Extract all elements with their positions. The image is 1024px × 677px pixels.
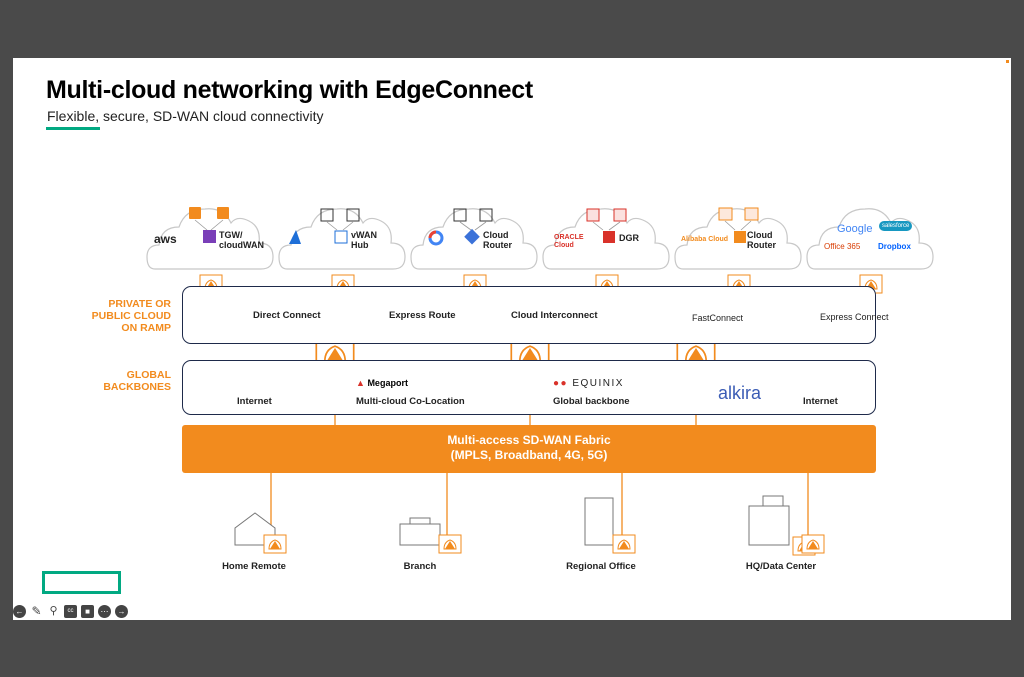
site-label: HQ/Data Center xyxy=(745,561,817,572)
pen-icon[interactable]: ✎ xyxy=(31,603,42,618)
dropbox-logo: Dropbox xyxy=(878,242,911,251)
previous-slide-icon[interactable]: ← xyxy=(13,604,26,618)
site-label: Regional Office xyxy=(566,561,636,572)
equinix-label: EQUINIX xyxy=(572,378,624,389)
aws-logo: aws xyxy=(154,232,177,246)
cloud-service-label: Cloud Router xyxy=(747,230,776,250)
alkira-logo: alkira xyxy=(718,383,762,403)
backbone-item: Internet xyxy=(237,396,272,407)
service-glyphs xyxy=(203,228,746,246)
onramp-item: FastConnect xyxy=(692,313,744,323)
onramp-item: Express Connect xyxy=(820,312,889,322)
office-tower-icon xyxy=(584,497,614,546)
site-buildings xyxy=(234,495,790,546)
cloud-service-label: Cloud Router xyxy=(483,230,512,250)
cloud-connector-lines xyxy=(194,219,752,231)
cloud-service-label: DGR xyxy=(619,233,639,243)
office365-logo: Office 365 xyxy=(824,242,861,251)
hpe-logo xyxy=(42,571,121,594)
oracle-logo: ORACLE Cloud xyxy=(554,234,584,249)
onramp-side-label: PRIVATE OR PUBLIC CLOUD ON RAMP xyxy=(91,298,171,334)
slide: Multi-cloud networking with EdgeConnect … xyxy=(13,58,1011,620)
captions-icon[interactable]: cc xyxy=(64,604,77,618)
service-icons xyxy=(189,207,759,222)
fabric-title: Multi-access SD-WAN Fabric xyxy=(447,433,611,447)
azure-icon xyxy=(289,230,301,244)
fabric-subtitle: (MPLS, Broadband, 4G, 5G) xyxy=(450,448,608,462)
onramp-item: Direct Connect xyxy=(253,310,321,321)
cloud-service-label: TGW/ cloudWAN xyxy=(219,230,264,250)
camera-icon[interactable]: ■ xyxy=(81,604,94,618)
salesforce-logo: salesforce xyxy=(879,221,913,231)
cloud-service-label: vWAN Hub xyxy=(351,230,378,250)
next-slide-icon[interactable]: → xyxy=(115,604,128,618)
backbones-side-label: GLOBAL BACKBONES xyxy=(103,369,171,393)
page-title: Multi-cloud networking with EdgeConnect xyxy=(46,76,533,104)
megaport-logo: ▲ Megaport xyxy=(356,378,408,388)
sdwan-fabric-bar: Multi-access SD-WAN Fabric (MPLS, Broadb… xyxy=(182,425,876,473)
backbones-box xyxy=(182,360,876,415)
site-edge-devices xyxy=(263,534,825,556)
branch-building-icon xyxy=(399,523,441,546)
presenter-toolbar: ← ✎ ⚲ cc ■ ⋯ → xyxy=(13,603,128,619)
title-accent-line xyxy=(46,127,100,130)
zoom-icon[interactable]: ⚲ xyxy=(49,604,58,617)
backbone-item: Internet xyxy=(803,396,838,407)
corner-marker xyxy=(1006,60,1009,63)
megaport-label: Megaport xyxy=(367,378,408,388)
more-options-icon[interactable]: ⋯ xyxy=(98,604,111,618)
backbone-item: Global backbone xyxy=(553,396,630,407)
equinix-logo: ●● EQUINIX xyxy=(553,378,624,389)
site-label: Home Remote xyxy=(222,561,286,572)
site-links xyxy=(270,473,809,538)
onramp-item: Express Route xyxy=(389,310,456,321)
onramp-item: Cloud Interconnect xyxy=(511,310,598,321)
alibaba-logo: Alibaba Cloud xyxy=(681,236,729,243)
cloud-saas xyxy=(806,208,934,270)
site-label: Branch xyxy=(403,561,437,572)
page-subtitle: Flexible, secure, SD-WAN cloud connectiv… xyxy=(47,108,324,124)
backbone-item: Multi-cloud Co-Location xyxy=(356,396,465,407)
google-logo: Google xyxy=(837,223,873,235)
hq-building-icon xyxy=(748,505,790,546)
onramp-box xyxy=(182,286,876,344)
